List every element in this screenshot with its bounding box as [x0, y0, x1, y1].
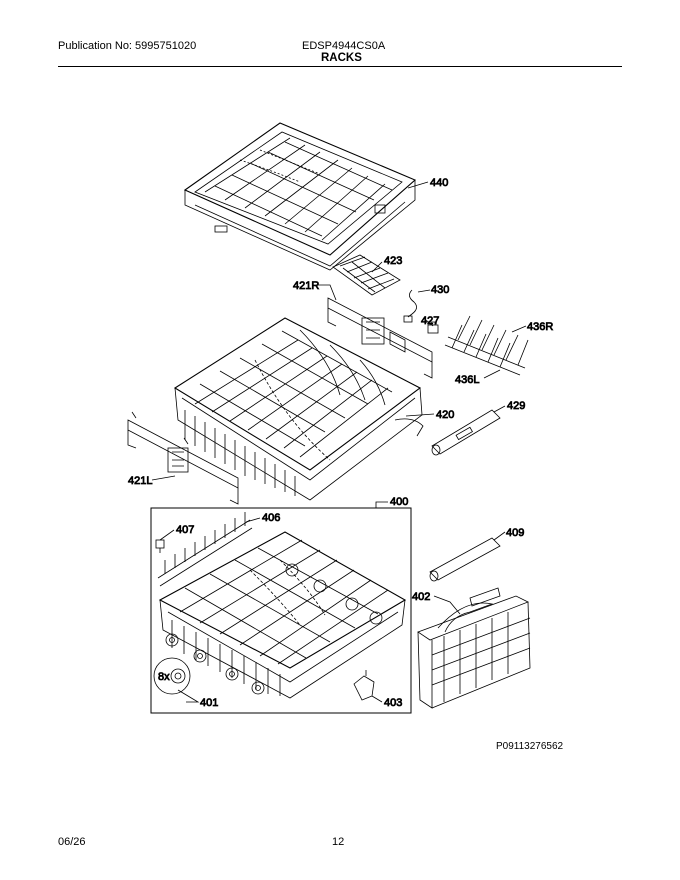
- part-421L-rail-drawing: [127, 411, 239, 505]
- callout-403: 403: [384, 697, 402, 709]
- header-rule: [58, 66, 622, 67]
- footer-date: 06/26: [58, 836, 86, 848]
- callout-401: 401: [200, 697, 218, 709]
- part-423-drawing: [332, 254, 401, 296]
- part-409-handle-drawing: [429, 537, 501, 582]
- callout-421L: 421L: [128, 475, 152, 487]
- callout-402: 402: [412, 591, 430, 603]
- figure-id: P09113276562: [496, 741, 564, 752]
- callout-421R: 421R: [293, 280, 319, 292]
- part-403-clip-drawing: [353, 670, 375, 701]
- page-number: 12: [332, 836, 345, 848]
- third-level-tray-drawing: [183, 122, 417, 271]
- part-429-handle-drawing: [431, 409, 501, 456]
- section-title: RACKS: [321, 52, 362, 64]
- callout-400: 400: [390, 496, 408, 508]
- part-421R-rail-drawing: [327, 297, 433, 379]
- callout-436R: 436R: [527, 321, 553, 333]
- callout-423: 423: [384, 255, 402, 267]
- model-number: EDSP4944CS0A: [302, 40, 386, 52]
- callout-leaders: [151, 181, 527, 703]
- callout-qty-8x: 8x: [158, 671, 170, 683]
- part-401-wheel-detail: [153, 657, 191, 695]
- part-430-drawing: [403, 289, 417, 323]
- callout-430: 430: [431, 284, 449, 296]
- part-407-clip-drawing: [155, 539, 165, 553]
- callout-406: 406: [262, 512, 280, 524]
- lower-rack-drawing: [158, 531, 407, 699]
- upper-rack-drawing: [173, 317, 424, 501]
- part-436-tines-drawing: [444, 315, 529, 376]
- callout-429: 429: [507, 400, 525, 412]
- part-402-basket-drawing: [417, 587, 531, 709]
- publication-number: Publication No: 5995751020: [58, 40, 197, 52]
- part-427-drawing: [427, 321, 439, 334]
- part-406-tines-drawing: [157, 512, 253, 587]
- callout-436L: 436L: [455, 374, 479, 386]
- lower-rack-group-box: [150, 507, 412, 714]
- callout-407: 407: [176, 524, 194, 536]
- callout-409: 409: [506, 527, 524, 539]
- callout-440: 440: [430, 177, 448, 189]
- callout-420: 420: [436, 409, 454, 421]
- callout-427: 427: [421, 315, 439, 327]
